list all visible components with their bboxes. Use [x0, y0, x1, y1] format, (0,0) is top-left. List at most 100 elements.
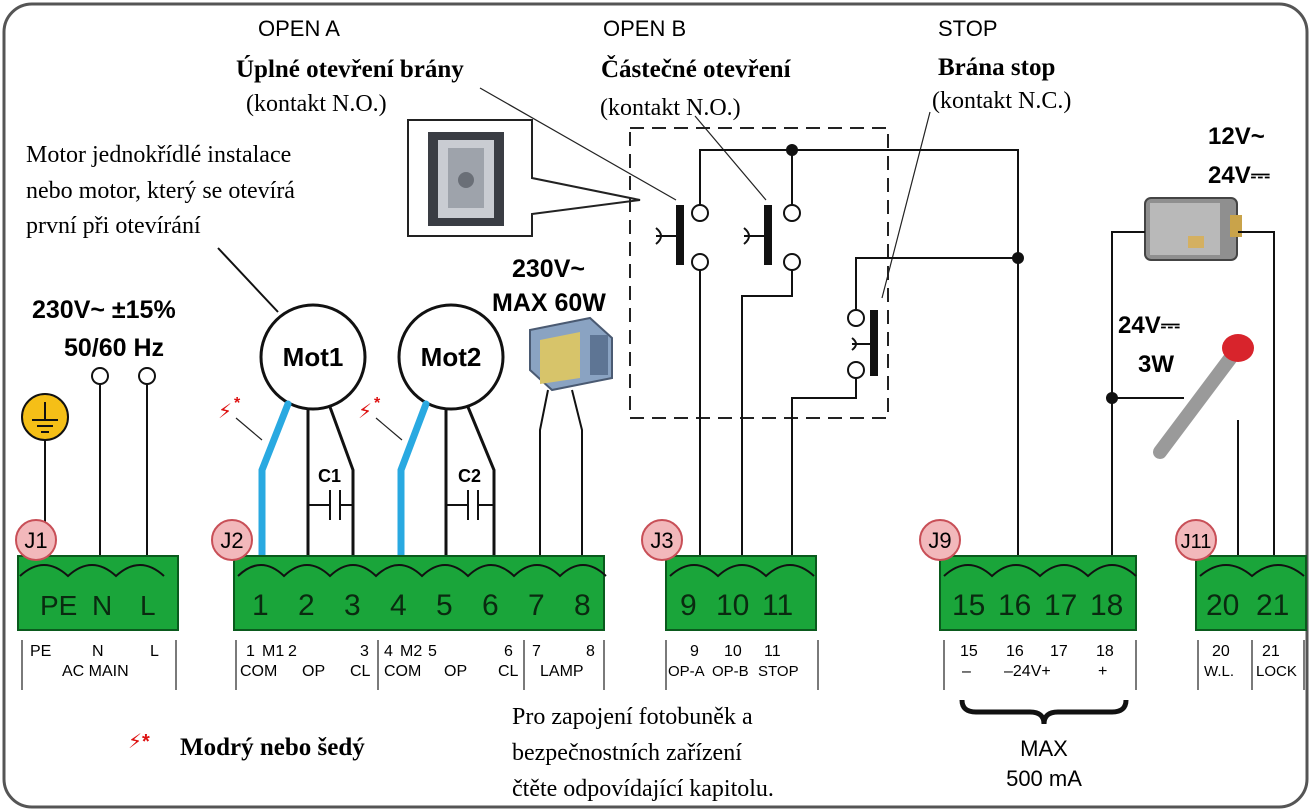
open-a-contact: (kontakt N.O.)	[246, 91, 387, 117]
sub-label: 7	[532, 643, 541, 660]
sub-label: PE	[30, 643, 51, 660]
terminal-block-J1	[17, 555, 179, 631]
sub-label: 16	[1006, 643, 1024, 660]
capacitor-1-label: C1	[318, 466, 341, 486]
motor-note-line-3: první při otevírání	[26, 213, 201, 239]
photocell-note-line-2: bezpečnostních zařízení	[512, 740, 742, 766]
sub-label: 20	[1212, 643, 1230, 660]
pin-label: PE	[40, 590, 77, 621]
motor-1-symbol	[259, 303, 367, 411]
sub-label: CL	[498, 663, 519, 680]
sub-label: CL	[350, 663, 371, 680]
sub-labels-J2: 1 M1 2 3 4 M2 5 6 7 8 COM OP CL COM OP C…	[235, 640, 605, 690]
sub-label: M2	[400, 643, 422, 660]
sub-label: OP	[302, 663, 325, 680]
sub-label: OP	[444, 663, 467, 680]
pin-label: 9	[680, 589, 697, 622]
pin-label: 6	[482, 589, 499, 622]
stop-desc: Brána stop	[938, 54, 1055, 81]
switch-box	[629, 127, 889, 419]
legend-marker-icon: ⚡*	[128, 731, 150, 753]
sub-labels-J1: PE N L AC MAIN	[21, 640, 177, 690]
connector-id-J9: J9	[928, 528, 951, 553]
sub-label: N	[92, 643, 104, 660]
pin-label: N	[92, 590, 112, 621]
pin-label: 4	[390, 589, 407, 622]
ground-icon	[21, 393, 69, 441]
lock-voltage-ac: 12V~	[1208, 123, 1265, 150]
sub-label: 11	[764, 643, 781, 660]
photocell-note-line-3: čtěte odpovídající kapitolu.	[512, 776, 774, 802]
open-b-contact: (kontakt N.O.)	[600, 95, 741, 121]
sub-label: 6	[504, 643, 513, 660]
pin-label: 17	[1044, 589, 1077, 622]
open-a-pointer	[479, 87, 677, 201]
pin-label: L	[140, 590, 156, 621]
open-b-title: OPEN B	[603, 16, 686, 41]
terminal-block-J11	[1195, 555, 1307, 631]
sub-label: +	[1098, 663, 1107, 680]
open-b-desc: Částečné otevření	[601, 54, 792, 83]
motor-2-symbol	[397, 303, 505, 411]
motor-note-line-2: nebo motor, který se otevírá	[26, 178, 295, 204]
sub-label: 4	[384, 643, 393, 660]
motor-2-label: Mot2	[421, 342, 482, 372]
connector-badge-J3	[641, 519, 683, 561]
wire-op-b	[741, 270, 793, 556]
connector-id-J3: J3	[650, 528, 673, 553]
flashing-lamp-icon	[529, 316, 613, 392]
photocell-note-line-1: Pro zapojení fotobuněk a	[512, 704, 753, 730]
warning-light-icon	[1153, 334, 1254, 459]
svg-text:*: *	[374, 395, 381, 412]
sub-label: STOP	[758, 663, 799, 680]
sub-labels-J3: 9 10 11 OP-A OP-B STOP	[665, 640, 819, 690]
neutral-terminal-icon	[91, 367, 109, 385]
wire-stop-common	[855, 257, 1018, 310]
sub-label: 21	[1262, 643, 1280, 660]
pin-label: 1	[252, 589, 269, 622]
pin-label: 10	[716, 589, 749, 622]
power-frequency: 50/60 Hz	[64, 334, 164, 362]
pushbutton-device-icon	[407, 119, 641, 237]
pin-label: 15	[952, 589, 985, 622]
line-terminal-icon	[138, 367, 156, 385]
stop-contact: (kontakt N.C.)	[932, 88, 1071, 114]
sub-label: 18	[1096, 643, 1114, 660]
sub-label: AC MAIN	[62, 663, 129, 680]
max-current-label: MAX	[1020, 736, 1068, 761]
max-current-value: 500 mA	[1006, 766, 1082, 791]
pin-label: 2	[298, 589, 315, 622]
sub-label: –24V+	[1004, 663, 1051, 680]
stop-switch-symbol	[847, 309, 878, 379]
lamp-voltage: 230V~	[512, 255, 585, 283]
sub-label: LAMP	[540, 663, 584, 680]
motor-1-common-wire	[258, 400, 292, 560]
max-current-brace	[959, 699, 1129, 725]
svg-text:⚡: ⚡	[218, 401, 232, 423]
blue-wire-marker-icon: ⚡ *	[218, 395, 263, 441]
svg-text:*: *	[234, 395, 241, 412]
lamp-max-power: MAX 60W	[492, 289, 606, 317]
open-b-switch-symbol	[743, 204, 801, 271]
motor-1-label: Mot1	[283, 342, 344, 372]
motor-note-line-1: Motor jednokřídlé instalace	[26, 142, 291, 168]
sub-labels-J9: 15 16 17 18 – –24V+ +	[943, 640, 1137, 690]
sub-label: 2	[288, 643, 297, 660]
warning-light-voltage: 24V⎓	[1118, 312, 1180, 339]
sub-label: –	[962, 663, 971, 680]
open-a-title: OPEN A	[258, 16, 340, 41]
stop-pointer	[881, 111, 931, 299]
pin-label: 18	[1090, 589, 1123, 622]
sub-label: COM	[384, 663, 421, 680]
warning-light-power: 3W	[1138, 351, 1174, 378]
legend-text: Modrý nebo šedý	[180, 734, 365, 761]
pin-label: 5	[436, 589, 453, 622]
wire-common	[699, 149, 1019, 556]
connector-badge-J9	[919, 519, 961, 561]
sub-label: 17	[1050, 643, 1068, 660]
motor-2-common-wire	[397, 400, 430, 560]
svg-text:⚡: ⚡	[358, 401, 372, 423]
sub-label: COM	[240, 663, 277, 680]
sub-label: 10	[724, 643, 742, 660]
